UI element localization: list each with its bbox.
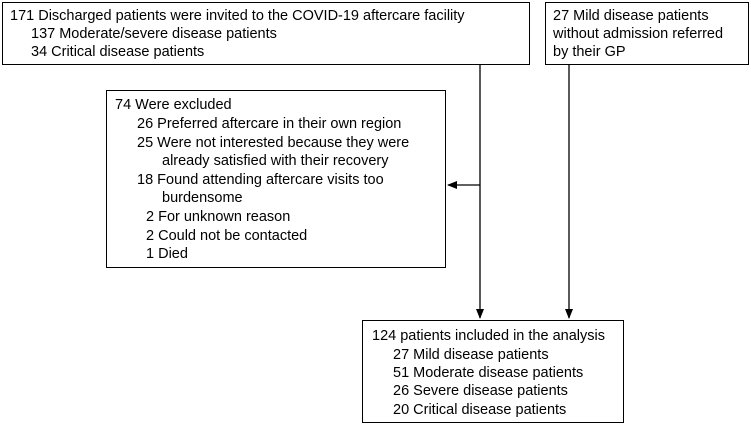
excluded-line-4: 18 Found attending aftercare visits too [137, 172, 384, 188]
excluded-line-5: burdensome [162, 190, 243, 206]
invited-title: 171 Discharged patients were invited to … [10, 8, 465, 24]
included-line-2: 51 Moderate disease patients [393, 365, 584, 381]
included-title: 124 patients included in the analysis [372, 328, 605, 344]
excluded-line-8: 1 Died [146, 246, 188, 262]
gp-referred-box [545, 2, 749, 65]
included-line-4: 20 Critical disease patients [393, 402, 567, 418]
excluded-line-7: 2 Could not be contacted [146, 228, 308, 244]
excluded-title: 74 Were excluded [115, 97, 232, 113]
invited-patients-box [2, 2, 530, 65]
excluded-line-2: 25 Were not interested because they were [137, 135, 410, 151]
excluded-line-6: 2 For unknown reason [146, 209, 291, 225]
invited-line-1: 137 Moderate/severe disease patients [31, 26, 277, 42]
excluded-line-3: already satisfied with their recovery [162, 153, 389, 169]
included-box [362, 320, 624, 423]
excluded-box [106, 90, 446, 268]
included-line-3: 26 Severe disease patients [393, 383, 568, 399]
gp-line-2: without admission referred [553, 26, 724, 42]
gp-line-3: by their GP [553, 44, 626, 60]
included-line-1: 27 Mild disease patients [393, 347, 549, 363]
invited-line-2: 34 Critical disease patients [31, 44, 205, 60]
gp-line-1: 27 Mild disease patients [553, 8, 709, 24]
excluded-line-1: 26 Preferred aftercare in their own regi… [137, 116, 402, 132]
